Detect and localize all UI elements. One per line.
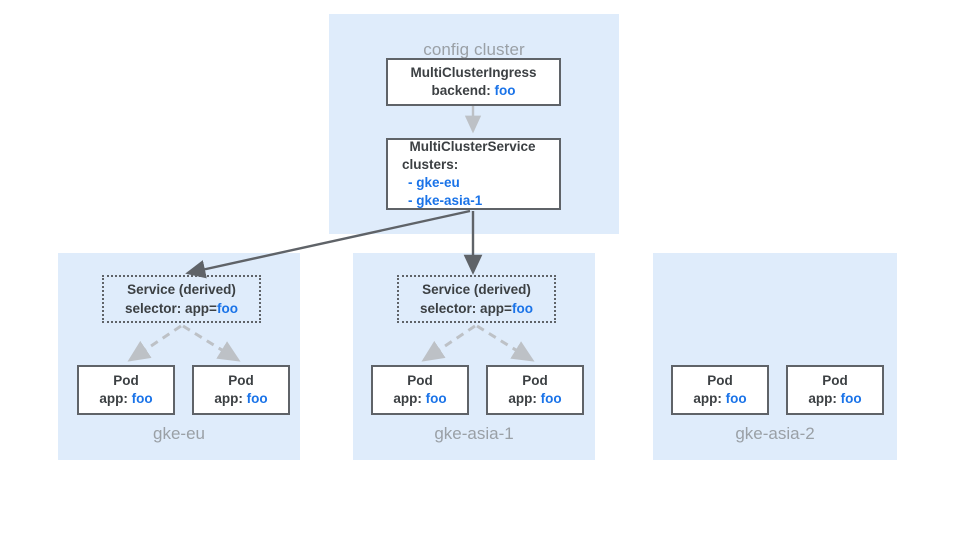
mcs-cluster-item-gke-asia-1: - gke-asia-1	[408, 193, 483, 208]
pod-app-field: app: foo	[673, 390, 767, 408]
service-selector-value: foo	[216, 301, 238, 316]
node-derived-service-gke-asia-1[interactable]: Service (derived) selector: app=foo	[397, 275, 556, 323]
pod-title: Pod	[522, 373, 548, 388]
service-selector-label: selector: app=	[125, 301, 217, 316]
pod-app-field: app: foo	[488, 390, 582, 408]
node-derived-service-gke-eu[interactable]: Service (derived) selector: app=foo	[102, 275, 261, 323]
pod-app-field: app: foo	[788, 390, 882, 408]
mci-backend-label: backend:	[431, 83, 491, 98]
mci-backend-value: foo	[494, 83, 516, 98]
pod-app-value: foo	[246, 391, 268, 406]
service-selector-value: foo	[511, 301, 533, 316]
mci-kind: MultiClusterIngress	[410, 65, 537, 80]
node-pod[interactable]: Pod app: foo	[192, 365, 290, 415]
node-pod[interactable]: Pod app: foo	[671, 365, 769, 415]
cluster-label-gke-eu: gke-eu	[153, 424, 205, 443]
pod-title: Pod	[407, 373, 433, 388]
node-pod[interactable]: Pod app: foo	[486, 365, 584, 415]
service-title: Service (derived)	[127, 282, 236, 297]
pod-app-value: foo	[725, 391, 747, 406]
pod-app-label: app:	[693, 391, 722, 406]
pod-app-label: app:	[508, 391, 537, 406]
service-title: Service (derived)	[422, 282, 531, 297]
pod-app-value: foo	[840, 391, 862, 406]
pod-app-value: foo	[131, 391, 153, 406]
pod-app-label: app:	[808, 391, 837, 406]
pod-app-label: app:	[214, 391, 243, 406]
cluster-label-gke-asia-1: gke-asia-1	[434, 424, 514, 443]
config-cluster-title: config cluster	[423, 40, 525, 59]
pod-title: Pod	[707, 373, 733, 388]
pod-app-value: foo	[425, 391, 447, 406]
node-multiclusterservice[interactable]: MultiClusterService clusters: - gke-eu -…	[386, 138, 561, 210]
mci-backend-field: backend: foo	[388, 82, 559, 100]
service-selector-label: selector: app=	[420, 301, 512, 316]
pod-app-field: app: foo	[194, 390, 288, 408]
pod-app-value: foo	[540, 391, 562, 406]
cluster-label-gke-asia-2: gke-asia-2	[735, 424, 815, 443]
node-pod[interactable]: Pod app: foo	[371, 365, 469, 415]
pod-app-field: app: foo	[373, 390, 467, 408]
mcs-clusters-label: clusters:	[402, 157, 459, 172]
node-pod[interactable]: Pod app: foo	[77, 365, 175, 415]
pod-app-label: app:	[393, 391, 422, 406]
panel-cluster-gke-asia-2: gke-asia-2	[653, 253, 897, 460]
mcs-kind: MultiClusterService	[409, 139, 536, 154]
pod-title: Pod	[228, 373, 254, 388]
mcs-cluster-item-gke-eu: - gke-eu	[408, 175, 460, 190]
pod-app-label: app:	[99, 391, 128, 406]
pod-title: Pod	[113, 373, 139, 388]
node-multiclusteringress[interactable]: MultiClusterIngress backend: foo	[386, 58, 561, 106]
node-pod[interactable]: Pod app: foo	[786, 365, 884, 415]
pod-title: Pod	[822, 373, 848, 388]
service-selector: selector: app=foo	[125, 299, 238, 318]
pod-app-field: app: foo	[79, 390, 173, 408]
service-selector: selector: app=foo	[420, 299, 533, 318]
